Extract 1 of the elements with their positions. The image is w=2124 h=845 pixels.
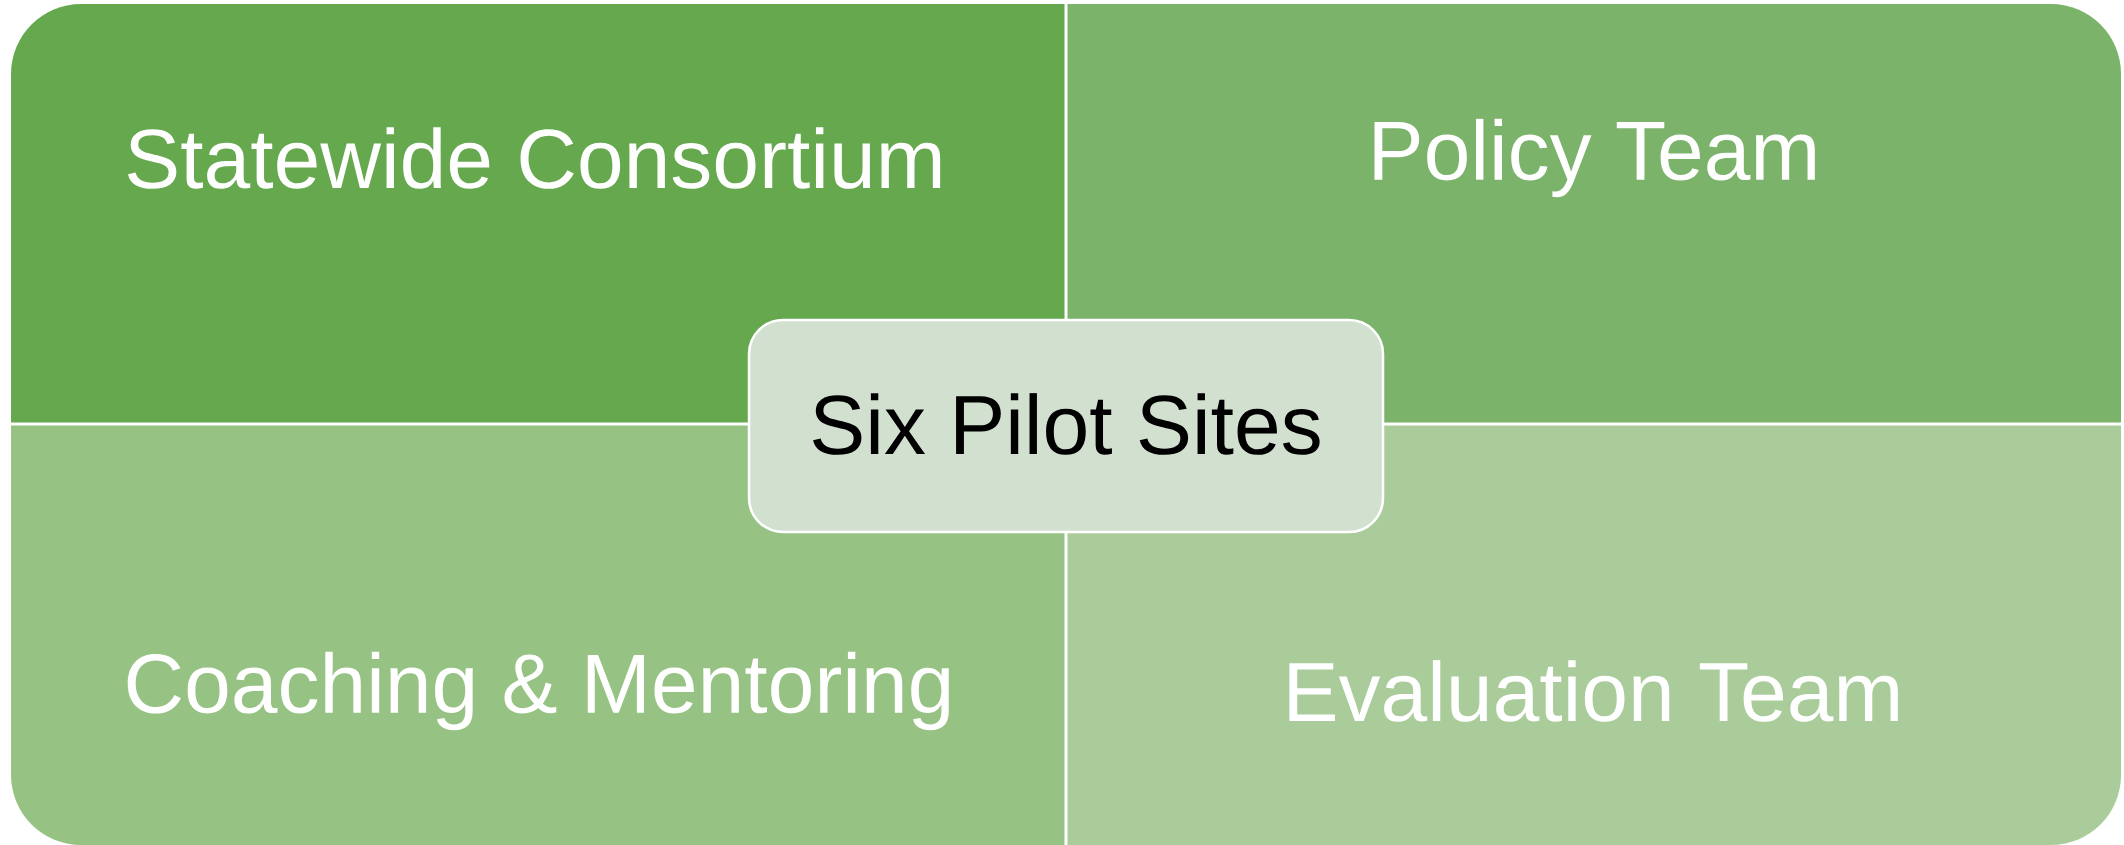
- center-box: Six Pilot Sites: [747, 318, 1385, 534]
